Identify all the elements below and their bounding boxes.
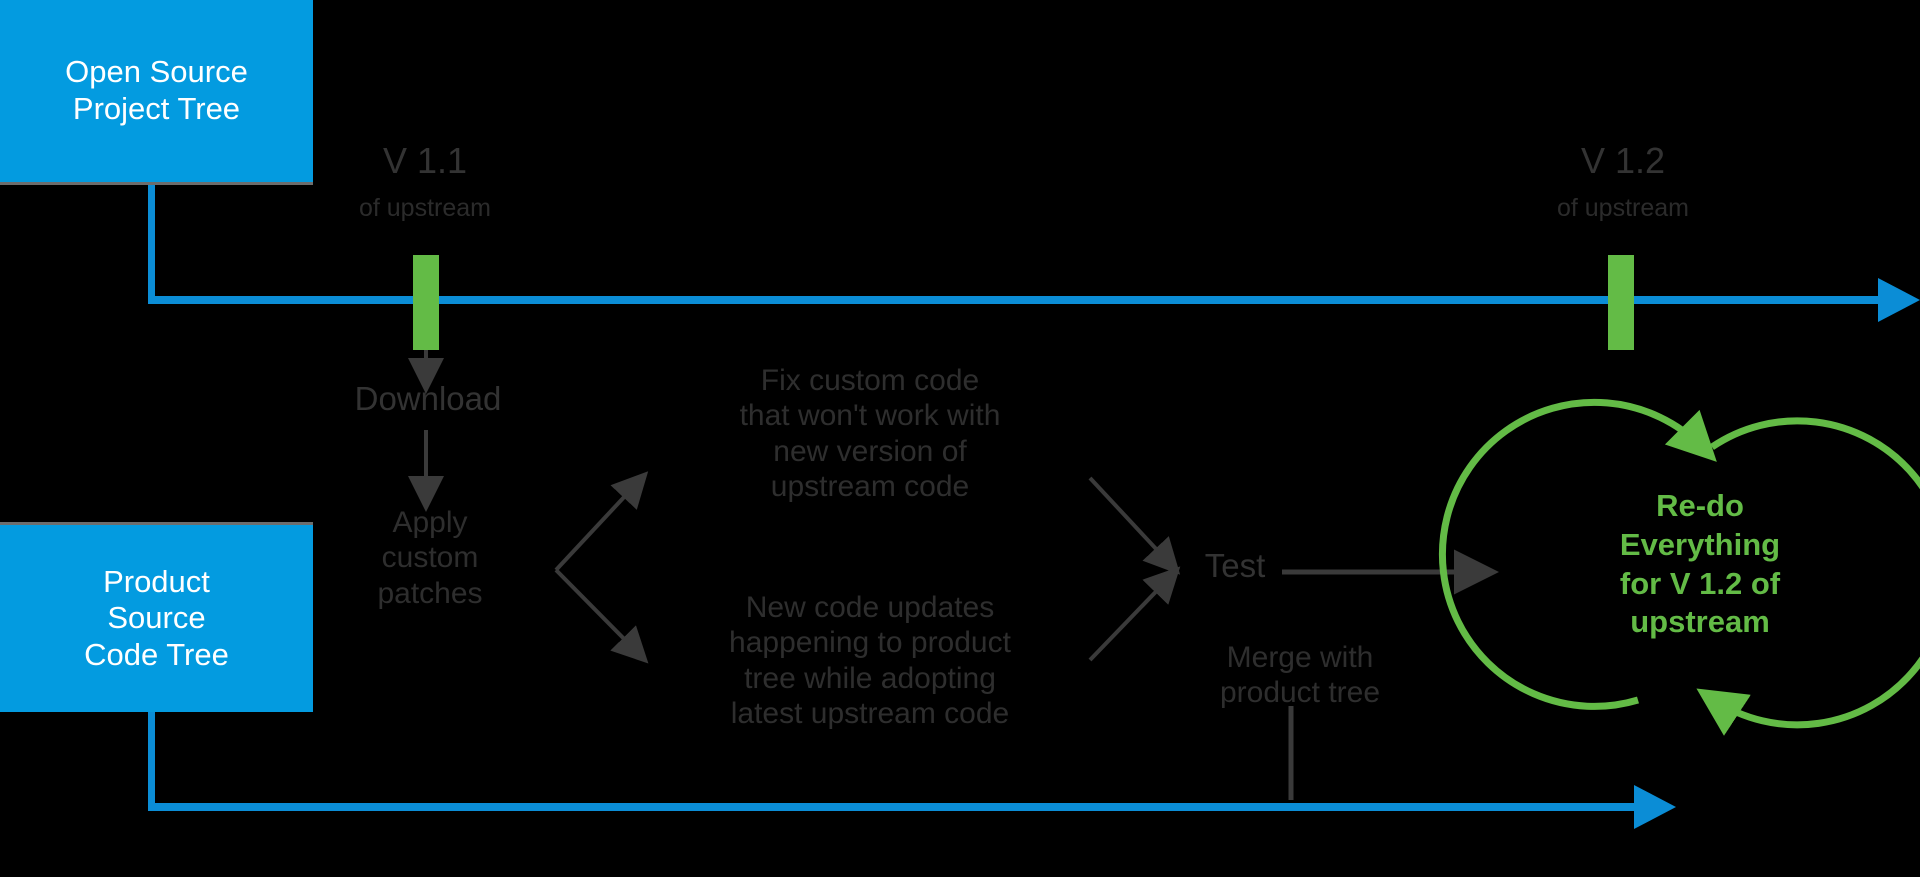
- version-sublabel-v12: of upstream: [1556, 194, 1689, 222]
- step-label-merge-with-product-tree: Merge with product tree: [1219, 641, 1381, 710]
- version-sublabel-v11: of upstream: [358, 194, 491, 222]
- product-connector: [148, 712, 155, 810]
- step-label-test: Test: [1204, 547, 1266, 584]
- step-label-new-code-updates: New code updates happening to product tr…: [729, 591, 1011, 731]
- upstream-timeline: [148, 296, 1893, 304]
- version-marker-v11: [413, 255, 439, 350]
- loop-label-redo-everything: Re-do Everything for V 1.2 of upstream: [1619, 488, 1781, 640]
- fork-arrows-icon: [554, 471, 649, 664]
- version-label-v12: V 1.2: [1580, 140, 1666, 181]
- open-source-connector: [148, 185, 155, 303]
- version-marker-v12: [1608, 255, 1634, 350]
- open-source-project-tree-box[interactable]: Open Source Project Tree: [0, 0, 313, 185]
- step-label-apply-custom-patches: Apply custom patches: [377, 506, 483, 610]
- version-label-v11: V 1.1: [382, 140, 468, 181]
- step-label-fix-custom-code: Fix custom code that won't work with new…: [739, 364, 1001, 504]
- product-source-code-tree-box[interactable]: Product Source Code Tree: [0, 522, 313, 712]
- product-timeline: [148, 803, 1648, 811]
- step-label-download: Download: [354, 380, 502, 417]
